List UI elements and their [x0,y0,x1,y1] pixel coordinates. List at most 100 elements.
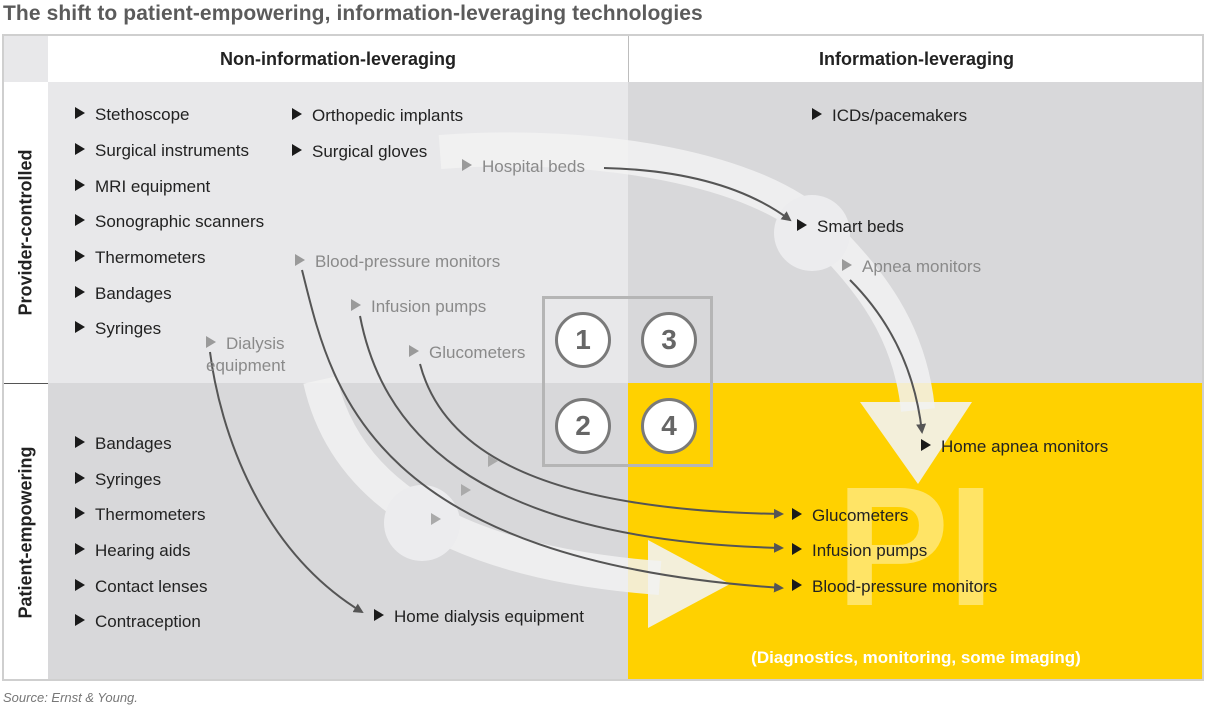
bullet-icon [409,345,419,357]
q2-item: Hearing aids [75,540,190,562]
bullet-icon [75,214,85,226]
q2-item: Thermometers [75,504,206,526]
bullet-icon [292,144,302,156]
q3-item: ICDs/pacemakers [812,105,967,127]
item-label: Contraception [95,612,201,631]
item-label: Bandages [95,434,172,453]
quadrant-number-box [542,296,713,467]
q1-moving-item: Dialysis equipment [206,333,326,377]
bullet-icon [812,108,822,120]
q4-item: Home apnea monitors [921,436,1108,458]
wide-arrow-bottom-head [648,540,730,628]
quadrant-number-1: 1 [555,312,611,368]
q2-item: Contraception [75,611,201,633]
node-bottom [384,485,460,561]
q1-item: Orthopedic implants [292,105,463,127]
q1-item: Surgical gloves [292,141,427,163]
q1-item: Surgical instruments [75,140,249,162]
pi-caption: (Diagnostics, monitoring, some imaging) [751,648,1081,667]
item-label: Orthopedic implants [312,106,464,125]
quadrant-3 [628,82,1204,383]
bullet-icon [75,507,85,519]
row-header-provider: Provider-controlled [4,82,48,384]
row-header-patient: Patient-empowering [4,384,48,680]
node-smart-beds [774,195,850,271]
item-label: Smart beds [817,217,904,236]
bullet-icon [842,259,852,271]
item-label: Infusion pumps [812,541,928,560]
item-label: Glucometers [429,343,526,362]
item-label: Surgical gloves [312,142,428,161]
item-label: Glucometers [812,506,909,525]
bullet-icon [462,159,472,171]
link-hospital-smart [603,167,792,222]
q2-item: Home dialysis equipment [374,606,584,628]
bullet-icon [792,579,802,591]
link-bp [301,269,784,593]
bullet-icon [292,108,302,120]
bullet-icon [797,219,807,231]
column-header-info: Information-leveraging [629,36,1204,82]
q2-item: Syringes [75,469,161,491]
link-dialysis [209,351,364,614]
link-apnea-home [849,279,927,434]
item-label: Infusion pumps [371,297,487,316]
item-label: Stethoscope [95,105,190,124]
bullet-icon [374,609,384,621]
item-label: Syringes [95,319,162,338]
q4-item: Infusion pumps [792,540,927,562]
item-label: Surgical instruments [95,141,250,160]
bullet-icon [206,336,216,348]
item-label: Bandages [95,284,172,303]
q1-moving-item: Infusion pumps [351,296,486,318]
bullet-icon [75,543,85,555]
bullet-icon [75,179,85,191]
item-label: Sonographic scanners [95,212,265,231]
bullet-icon [295,254,305,266]
q2-item: Bandages [75,433,172,455]
source-note: Source: Ernst & Young. [3,690,138,705]
item-label: ICDs/pacemakers [832,106,968,125]
bullet-icon [75,579,85,591]
item-label: Apnea monitors [862,257,982,276]
quadrant-1 [48,82,628,383]
item-label: Hospital beds [482,157,586,176]
item-label: Syringes [95,470,162,489]
bullet-icon [75,250,85,262]
item-label: Dialysis equipment [206,334,286,375]
pi-label: PI [836,452,995,642]
waypoint-2 [461,484,471,496]
column-header-non-info: Non-information-leveraging [48,36,629,82]
q1-moving-item: Hospital beds [462,156,585,178]
bullet-icon [75,143,85,155]
wide-arrow-top-head [860,402,972,484]
waypoint-3 [431,513,441,525]
item-label: Thermometers [95,248,206,267]
bullet-icon [75,436,85,448]
bullet-icon [75,321,85,333]
q3-moving-item: Apnea monitors [842,256,981,278]
item-label: Blood-pressure monitors [315,252,501,271]
bullet-icon [75,472,85,484]
link-infusion [359,315,784,553]
chart-title: The shift to patient-empowering, informa… [3,2,703,25]
item-label: Home apnea monitors [941,437,1109,456]
bullet-icon [792,508,802,520]
item-label: Hearing aids [95,541,191,560]
q4-item: Blood-pressure monitors [792,576,997,598]
q1-item: Stethoscope [75,104,190,126]
item-label: Home dialysis equipment [394,607,584,626]
quadrant-number-3: 3 [641,312,697,368]
bullet-icon [792,543,802,555]
q1-item: Sonographic scanners [75,211,264,233]
item-label: MRI equipment [95,177,211,196]
q4-item: Glucometers [792,505,908,527]
link-gluco [419,363,784,519]
item-label: Thermometers [95,505,206,524]
q1-item: Thermometers [75,247,206,269]
bullet-icon [921,439,931,451]
q2-item: Contact lenses [75,576,207,598]
q1-item: MRI equipment [75,176,210,198]
q1-item: Syringes [75,318,161,340]
